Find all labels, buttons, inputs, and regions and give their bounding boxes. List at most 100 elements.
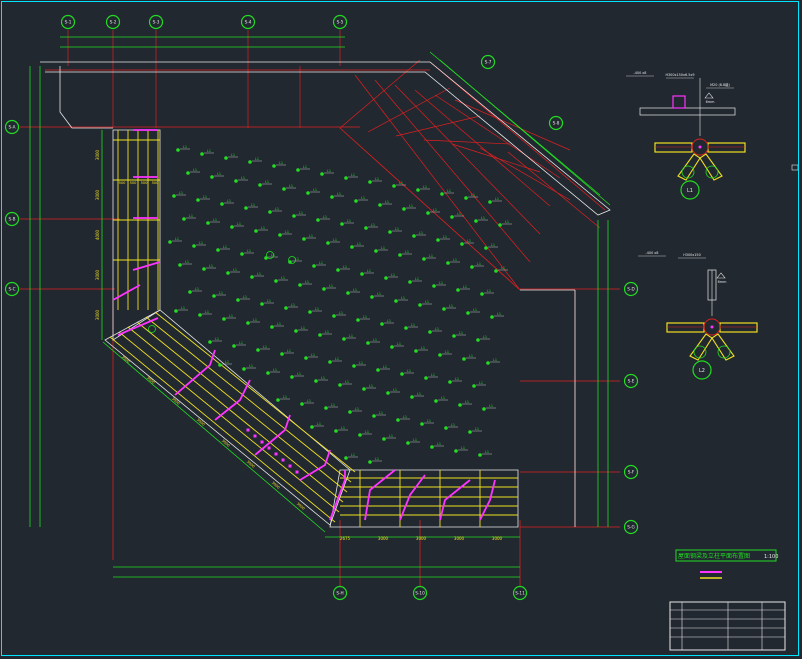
beam-marker-label: L1	[409, 204, 413, 208]
left-small-dimension-text: 500	[152, 181, 160, 185]
beam-marker-dot	[276, 398, 280, 402]
beam-marker-label: L1	[457, 212, 461, 216]
beam-marker-label: L1	[443, 235, 447, 239]
beam-marker-label: L1	[243, 295, 247, 299]
beam-marker-dot	[436, 238, 440, 242]
diagonal-wing-beam	[118, 331, 340, 513]
detail-tag-circle	[680, 180, 700, 200]
beam-marker-label: L1	[263, 345, 267, 349]
brace-curve	[439, 479, 471, 521]
beam-marker-dot	[348, 410, 352, 414]
bottom-dimension-text: 3000	[416, 536, 427, 541]
beam-marker-label: L1	[359, 361, 363, 365]
beam-marker-dot	[498, 223, 502, 227]
beam-marker-label: L1	[205, 310, 209, 314]
beam-marker-label: L1	[297, 372, 301, 376]
beam-marker-label: L1	[175, 237, 179, 241]
beam-marker-dot	[314, 379, 318, 383]
detail-node-circle	[703, 318, 721, 336]
title-table	[669, 601, 786, 651]
beam-marker-label: L1	[283, 395, 287, 399]
beam-marker-label: L1	[481, 216, 485, 220]
beam-marker-dot	[372, 414, 376, 418]
axis-bubble-circle	[623, 464, 639, 480]
beam-marker-label: L1	[265, 180, 269, 184]
beam-marker-dot	[444, 426, 448, 430]
detail-callout-text: H300x150x6.5x9	[665, 73, 694, 77]
brace-curve	[329, 470, 346, 521]
beam-marker-label: L1	[311, 353, 315, 357]
beam-marker-dot	[398, 253, 402, 257]
beam-marker-label: L1	[203, 195, 207, 199]
brace-curve	[174, 349, 216, 396]
beam-marker-dot	[364, 226, 368, 230]
beam-marker-label: L1	[387, 319, 391, 323]
axis-bubble-circle	[480, 54, 496, 70]
beam-marker-label: L1	[193, 168, 197, 172]
beam-marker-label: L1	[363, 315, 367, 319]
axis-bubble-diagonal: S-7	[485, 60, 492, 65]
beam-marker-label: L1	[373, 338, 377, 342]
brace-curve	[364, 469, 396, 521]
detail-tag-text: L1	[687, 188, 693, 194]
beam-marker-dot	[400, 372, 404, 376]
beam-marker-label: L1	[365, 430, 369, 434]
beam-marker-label: L1	[435, 327, 439, 331]
beam-marker-label: L1	[303, 165, 307, 169]
beam-marker-dot	[216, 248, 220, 252]
detail-node-center	[698, 145, 702, 149]
weld-symbol-icon	[716, 272, 726, 279]
beam-marker-label: L1	[463, 285, 467, 289]
diagonal-wing-beam	[127, 326, 344, 503]
bottom-wing-outline	[329, 469, 519, 528]
beam-marker-label: L1	[391, 273, 395, 277]
beam-marker-label: L1	[411, 323, 415, 327]
beam-marker-label: L1	[483, 335, 487, 339]
diagonal-dimension-line	[102, 341, 326, 533]
detail-arm-lower	[699, 153, 723, 181]
beam-marker-dot	[182, 217, 186, 221]
beam-marker-label: L1	[379, 411, 383, 415]
beam-marker-dot	[260, 302, 264, 306]
beam-marker-label: L1	[431, 373, 435, 377]
beam-marker-label: L1	[219, 291, 223, 295]
beam-marker-dot	[406, 441, 410, 445]
beam-marker-dot	[408, 280, 412, 284]
beam-marker-dot	[356, 318, 360, 322]
beam-marker-label: L1	[505, 220, 509, 224]
beam-marker-dot	[456, 288, 460, 292]
detail-tag-circle	[692, 360, 712, 380]
beam-marker-label: L1	[349, 334, 353, 338]
beam-marker-dot	[250, 275, 254, 279]
beam-marker-label: L1	[223, 245, 227, 249]
axis-bubble-circle	[548, 115, 564, 131]
brace-curve	[299, 449, 331, 481]
beam-marker-dot	[450, 215, 454, 219]
beam-marker-label: L1	[287, 349, 291, 353]
beam-marker-label: L1	[423, 185, 427, 189]
beam-marker-label: L1	[255, 157, 259, 161]
beam-marker-label: L1	[475, 427, 479, 431]
beam-marker-dot	[338, 383, 342, 387]
weld-symbol-icon	[704, 92, 714, 99]
beam-marker-dot	[346, 291, 350, 295]
beam-marker-label: L1	[447, 189, 451, 193]
brace-diagonal	[117, 317, 159, 336]
beam-marker-dot	[440, 192, 444, 196]
beam-marker-label: L1	[181, 306, 185, 310]
axis-bubble-circle	[105, 14, 121, 30]
brace-joint-marker	[267, 446, 271, 450]
beam-marker-label: L1	[329, 284, 333, 288]
axis-bubble-left: S-C	[8, 287, 15, 292]
beam-marker-dot	[272, 164, 276, 168]
beam-marker-label: L1	[395, 227, 399, 231]
beam-marker-dot	[280, 352, 284, 356]
beam-marker-dot	[186, 171, 190, 175]
beam-marker-dot	[388, 230, 392, 234]
beam-marker-dot	[168, 240, 172, 244]
beam-marker-label: L1	[407, 369, 411, 373]
diagonal-wing-beam	[109, 336, 336, 523]
beam-marker-dot	[210, 175, 214, 179]
